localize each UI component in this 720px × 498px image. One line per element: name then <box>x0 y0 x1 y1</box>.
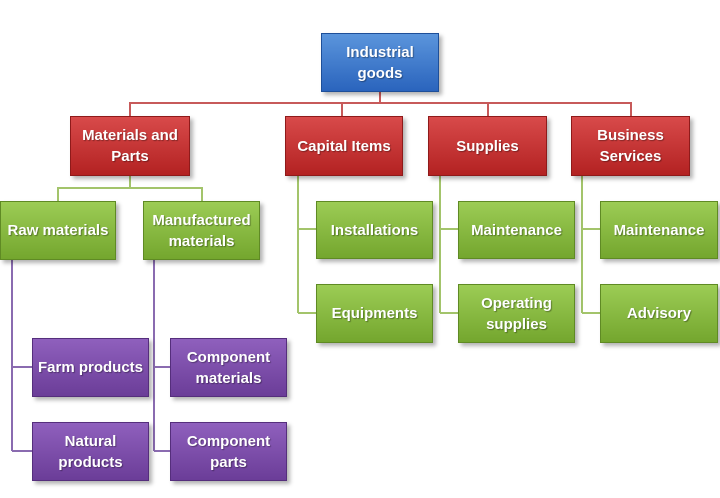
connector-manufactured-materials-children <box>153 260 170 452</box>
node-natural-products: Natural products <box>32 422 149 481</box>
node-supplies: Supplies <box>428 116 547 176</box>
node-farm-products: Farm products <box>32 338 149 397</box>
node-installations: Installations <box>316 201 433 259</box>
node-equipments: Equipments <box>316 284 433 343</box>
node-advisory: Advisory <box>600 284 718 343</box>
connector-supplies-children <box>439 176 458 314</box>
connector-raw-materials-children <box>11 260 32 452</box>
node-supplies-maintenance: Maintenance <box>458 201 575 259</box>
node-services-maintenance: Maintenance <box>600 201 718 259</box>
node-raw-materials: Raw materials <box>0 201 116 260</box>
node-materials-and-parts: Materials and Parts <box>70 116 190 176</box>
node-business-services: Business Services <box>571 116 690 176</box>
connector-business-services-children <box>581 176 600 314</box>
node-capital-items: Capital Items <box>285 116 403 176</box>
node-manufactured-materials: Manufactured materials <box>143 201 260 260</box>
node-industrial-goods: Industrial goods <box>321 33 439 92</box>
connector-materials-to-subcategories <box>57 176 203 201</box>
connector-capital-items-children <box>297 176 316 314</box>
node-operating-supplies: Operating supplies <box>458 284 575 343</box>
connector-root-to-categories <box>129 92 632 116</box>
node-component-parts: Component parts <box>170 422 287 481</box>
node-component-materials: Component materials <box>170 338 287 397</box>
